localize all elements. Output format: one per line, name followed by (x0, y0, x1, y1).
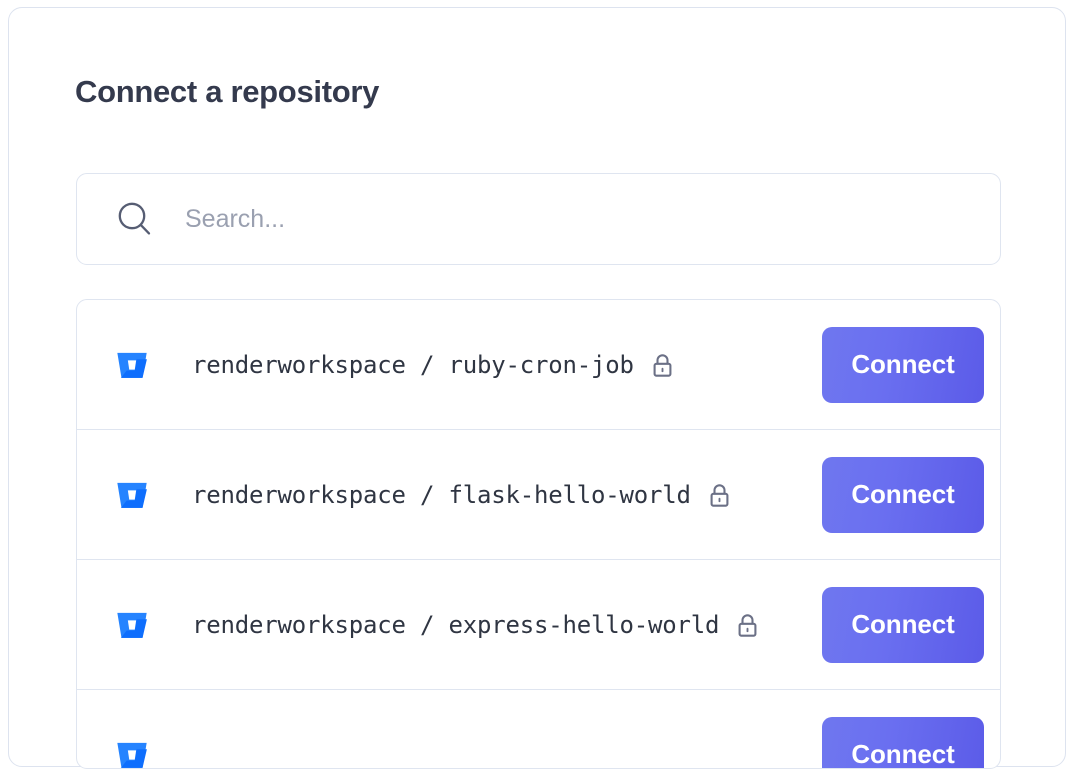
repository-list: renderworkspace / ruby-cron-job Connect … (76, 299, 1001, 769)
connect-repository-card: Connect a repository renderworkspace / r… (8, 7, 1066, 767)
repository-full-name: renderworkspace / ruby-cron-job (192, 351, 634, 379)
repository-full-name: renderworkspace / flask-hello-world (192, 481, 691, 509)
bitbucket-icon (115, 738, 149, 769)
repository-row[interactable]: renderworkspace / express-hello-world Co… (77, 560, 1000, 690)
bitbucket-icon (115, 478, 149, 512)
connect-button[interactable]: Connect (822, 717, 984, 769)
lock-icon (650, 353, 675, 379)
lock-icon (735, 613, 760, 639)
connect-button[interactable]: Connect (822, 457, 984, 533)
search-icon (115, 199, 155, 239)
repository-name: renderworkspace / express-hello-world (192, 611, 760, 639)
search-field[interactable] (76, 173, 1001, 265)
repository-name: renderworkspace / ruby-cron-job (192, 351, 675, 379)
search-input[interactable] (185, 174, 976, 264)
repository-row[interactable]: renderworkspace / flask-hello-world Conn… (77, 430, 1000, 560)
lock-icon (707, 483, 732, 509)
bitbucket-icon (115, 348, 149, 382)
page-title: Connect a repository (75, 74, 379, 110)
connect-button[interactable]: Connect (822, 587, 984, 663)
repository-row[interactable]: renderworkspace / ruby-cron-job Connect (77, 300, 1000, 430)
repository-full-name: renderworkspace / express-hello-world (192, 611, 719, 639)
repository-name: renderworkspace / flask-hello-world (192, 481, 732, 509)
bitbucket-icon (115, 608, 149, 642)
connect-button[interactable]: Connect (822, 327, 984, 403)
